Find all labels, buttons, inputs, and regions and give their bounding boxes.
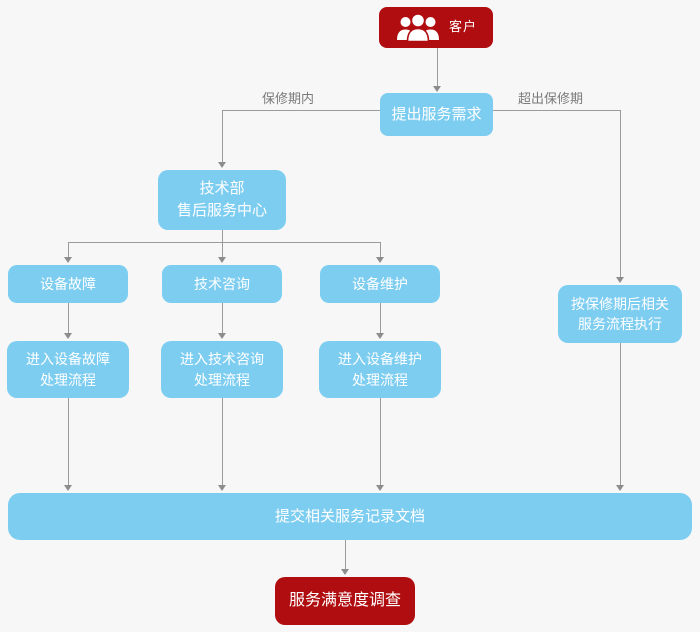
arrowhead-records-2 (218, 485, 226, 491)
node-service-center: 技术部 售后服务中心 (158, 170, 286, 230)
arrowhead-records-1 (64, 485, 72, 491)
node-maintain: 设备维护 (320, 265, 440, 303)
drop-to-maintain (380, 242, 381, 257)
satisfaction-survey-label: 服务满意度调查 (288, 592, 401, 610)
service-center-line1: 技术部 (199, 180, 245, 198)
junction-horizontal (68, 242, 380, 243)
node-fault-process: 进入设备故障 处理流程 (7, 341, 129, 398)
node-fault: 设备故障 (8, 265, 128, 303)
customer-inner: 客户 (395, 13, 477, 42)
connector-fault-process-records (68, 398, 69, 485)
customer-label: 客户 (448, 19, 477, 35)
connector-right-branch (620, 110, 621, 277)
consult-process-line2: 处理流程 (194, 371, 250, 388)
maintain-label: 设备维护 (352, 275, 408, 292)
connector-customer-request (437, 48, 438, 86)
arrowhead-into-consult-process (218, 333, 226, 339)
drop-to-fault (68, 242, 69, 257)
arrowhead-into-fault-process (64, 333, 72, 339)
connector-records-survey (345, 540, 346, 569)
node-request: 提出服务需求 (380, 93, 493, 136)
node-satisfaction-survey: 服务满意度调查 (275, 577, 415, 625)
arrowhead-into-consult (218, 257, 226, 263)
arrowhead-into-maintain (376, 257, 384, 263)
connector-consult-process (222, 303, 223, 333)
connector-left-branch (222, 110, 223, 162)
connector-post-warranty-records (620, 343, 621, 485)
drop-to-consult (222, 242, 223, 257)
maintain-process-line2: 处理流程 (352, 371, 408, 388)
edge-label-out-warranty: 超出保修期 (518, 91, 584, 106)
edge-label-in-warranty: 保修期内 (262, 91, 315, 106)
node-maintain-process: 进入设备维护 处理流程 (319, 341, 441, 398)
fault-process-line2: 处理流程 (40, 371, 96, 388)
group-people-icon (395, 13, 441, 42)
post-warranty-line1: 按保修期后相关 (571, 295, 669, 312)
consult-process-line1: 进入技术咨询 (180, 351, 264, 368)
arrowhead-into-post-warranty (616, 277, 624, 283)
node-consult: 技术咨询 (162, 265, 282, 303)
connector-maintain-process-records (380, 398, 381, 485)
service-center-line2: 售后服务中心 (176, 202, 267, 219)
connector-consult-process-records (222, 398, 223, 485)
arrowhead-records-4 (616, 485, 624, 491)
fault-label: 设备故障 (40, 275, 96, 292)
arrowhead-records-3 (376, 485, 384, 491)
submit-records-label: 提交相关服务记录文档 (274, 507, 425, 525)
connector-maintain-process (380, 303, 381, 333)
post-warranty-line2: 服务流程执行 (578, 316, 662, 332)
arrowhead-into-survey (341, 569, 349, 575)
maintain-process-line1: 进入设备维护 (338, 351, 422, 368)
consult-label: 技术咨询 (194, 275, 250, 292)
arrowhead-into-maintain-process (376, 333, 384, 339)
node-customer: 客户 (379, 7, 493, 48)
connector-fault-process (68, 303, 69, 333)
arrowhead-into-service-center (218, 162, 226, 168)
request-label: 提出服务需求 (391, 105, 482, 123)
fault-process-line1: 进入设备故障 (26, 351, 110, 368)
node-submit-records: 提交相关服务记录文档 (8, 493, 692, 540)
arrowhead-into-fault (64, 257, 72, 263)
node-post-warranty-process: 按保修期后相关 服务流程执行 (558, 285, 682, 343)
connector-service-center-junction (222, 230, 223, 242)
node-consult-process: 进入技术咨询 处理流程 (161, 341, 283, 398)
arrowhead-into-request (433, 86, 441, 92)
